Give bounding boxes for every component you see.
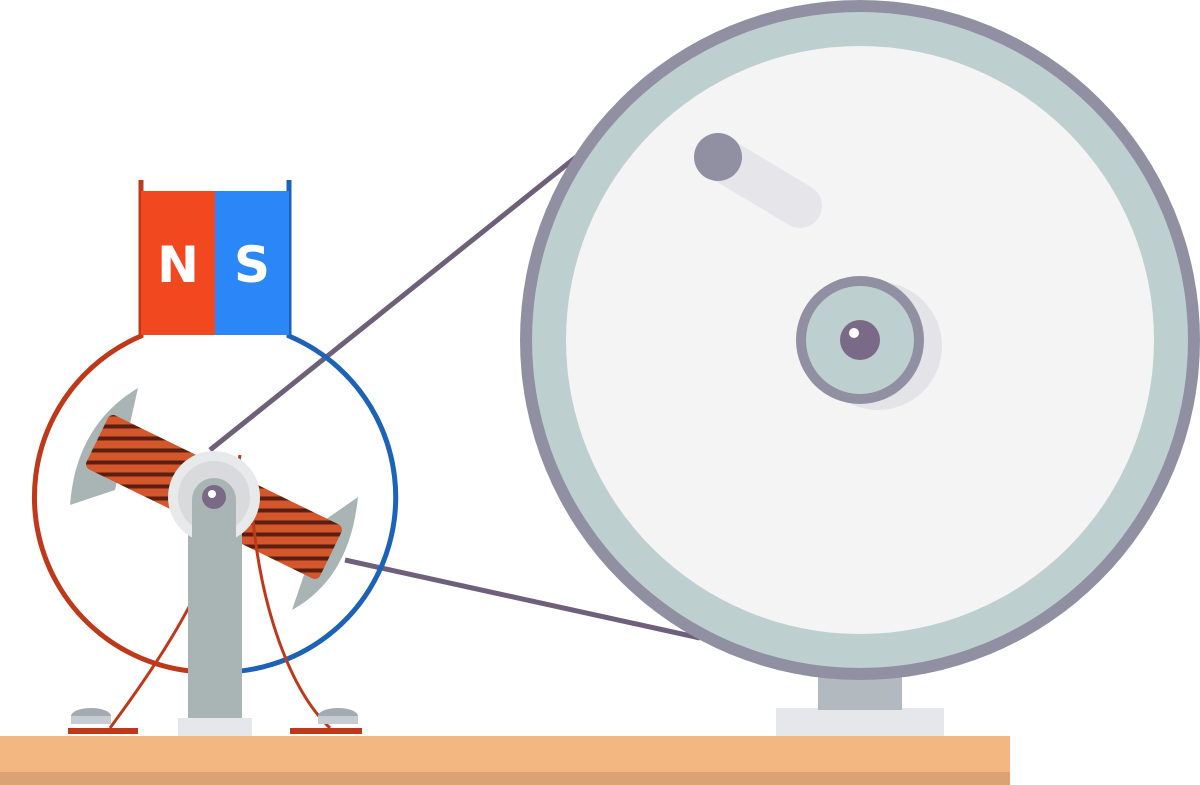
left-terminal-plate bbox=[68, 728, 138, 734]
right-lead-wire bbox=[251, 519, 332, 730]
north-arm-wire bbox=[32, 180, 215, 675]
base-top bbox=[0, 736, 1010, 772]
north-pole-label: N bbox=[157, 236, 199, 294]
north-pole bbox=[141, 191, 215, 335]
stand-foot bbox=[178, 718, 252, 736]
magnet: N S bbox=[141, 191, 289, 335]
hub-highlight bbox=[849, 328, 859, 338]
south-pole-label: S bbox=[234, 236, 270, 294]
wheel-foot bbox=[776, 708, 944, 736]
terminals bbox=[68, 708, 362, 734]
magnet-arms bbox=[32, 180, 399, 675]
right-terminal-base bbox=[318, 716, 358, 724]
hub-axle bbox=[840, 320, 880, 360]
wooden-base bbox=[0, 736, 1010, 785]
belt-upper bbox=[208, 148, 587, 452]
belt-lower bbox=[344, 557, 701, 641]
left-terminal-base bbox=[71, 716, 111, 724]
right-terminal-plate bbox=[290, 728, 362, 734]
pulley-axle-highlight bbox=[208, 490, 216, 498]
crank-handle-knob bbox=[694, 133, 742, 181]
drive-belt bbox=[208, 148, 701, 641]
armature-stand bbox=[168, 451, 260, 736]
base-edge bbox=[0, 772, 1010, 785]
south-arm-wire bbox=[213, 180, 399, 675]
south-pole bbox=[215, 191, 289, 335]
drive-wheel bbox=[520, 0, 1200, 736]
